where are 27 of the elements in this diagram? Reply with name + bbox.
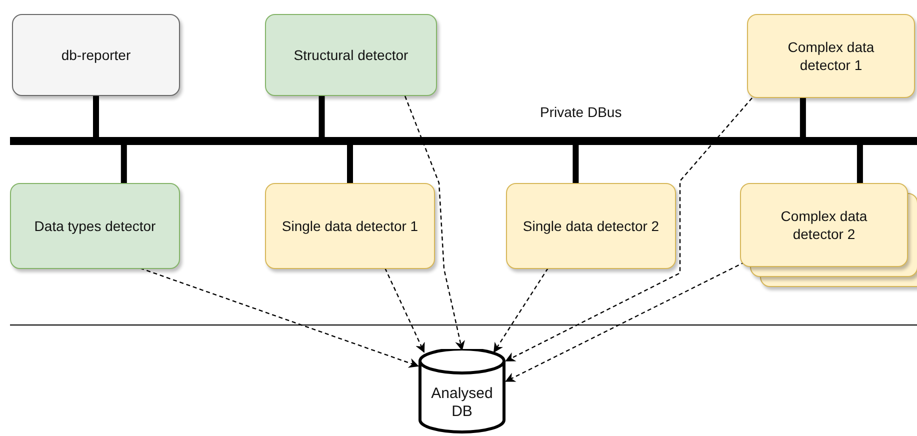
arrow	[140, 268, 419, 368]
arrow	[494, 268, 548, 353]
bus-connector	[318, 96, 325, 137]
bus-connector	[93, 96, 99, 137]
node-label: Data types detector	[34, 217, 156, 235]
process-box	[506, 183, 676, 269]
node-label: Complex data detector 1	[786, 38, 876, 74]
arrow	[384, 268, 425, 353]
bus-connector	[856, 145, 863, 183]
bus-connector	[800, 98, 806, 137]
process-box	[12, 14, 180, 96]
node-label: Single data detector 2	[522, 217, 660, 235]
node-label: Analysed DB	[430, 384, 494, 420]
bus-connector	[347, 145, 353, 183]
process-box	[265, 14, 437, 96]
arrow	[505, 98, 752, 362]
node-label: db-reporter	[61, 46, 131, 64]
node-label: Structural detector	[294, 46, 408, 64]
node-label: Complex data detector 2	[780, 207, 868, 243]
process-box	[740, 183, 908, 267]
node-label: Single data detector 1	[282, 217, 418, 235]
bus-label: Private DBus	[540, 104, 622, 120]
process-box	[747, 14, 915, 98]
bus-connector	[120, 145, 127, 183]
process-box	[265, 183, 435, 269]
process-box	[10, 183, 180, 269]
bus-connector	[572, 145, 579, 183]
